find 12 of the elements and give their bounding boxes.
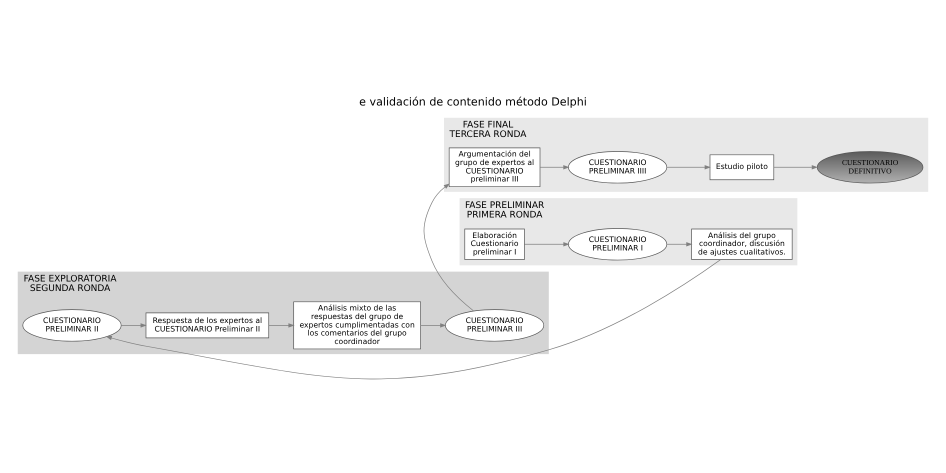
node-ellipse: CUESTIONARIO DEFINITIVO	[816, 151, 924, 184]
arrow	[666, 242, 692, 246]
arrow	[424, 183, 474, 312]
arrow	[268, 323, 295, 328]
arrow	[540, 165, 570, 170]
arrow	[106, 259, 722, 380]
arrow	[524, 242, 570, 246]
arrow	[420, 323, 446, 328]
arrow	[666, 165, 711, 170]
arrow	[774, 165, 818, 170]
arrow	[120, 323, 147, 328]
diagram-title: e validación de contenido método Delphi	[359, 95, 587, 108]
